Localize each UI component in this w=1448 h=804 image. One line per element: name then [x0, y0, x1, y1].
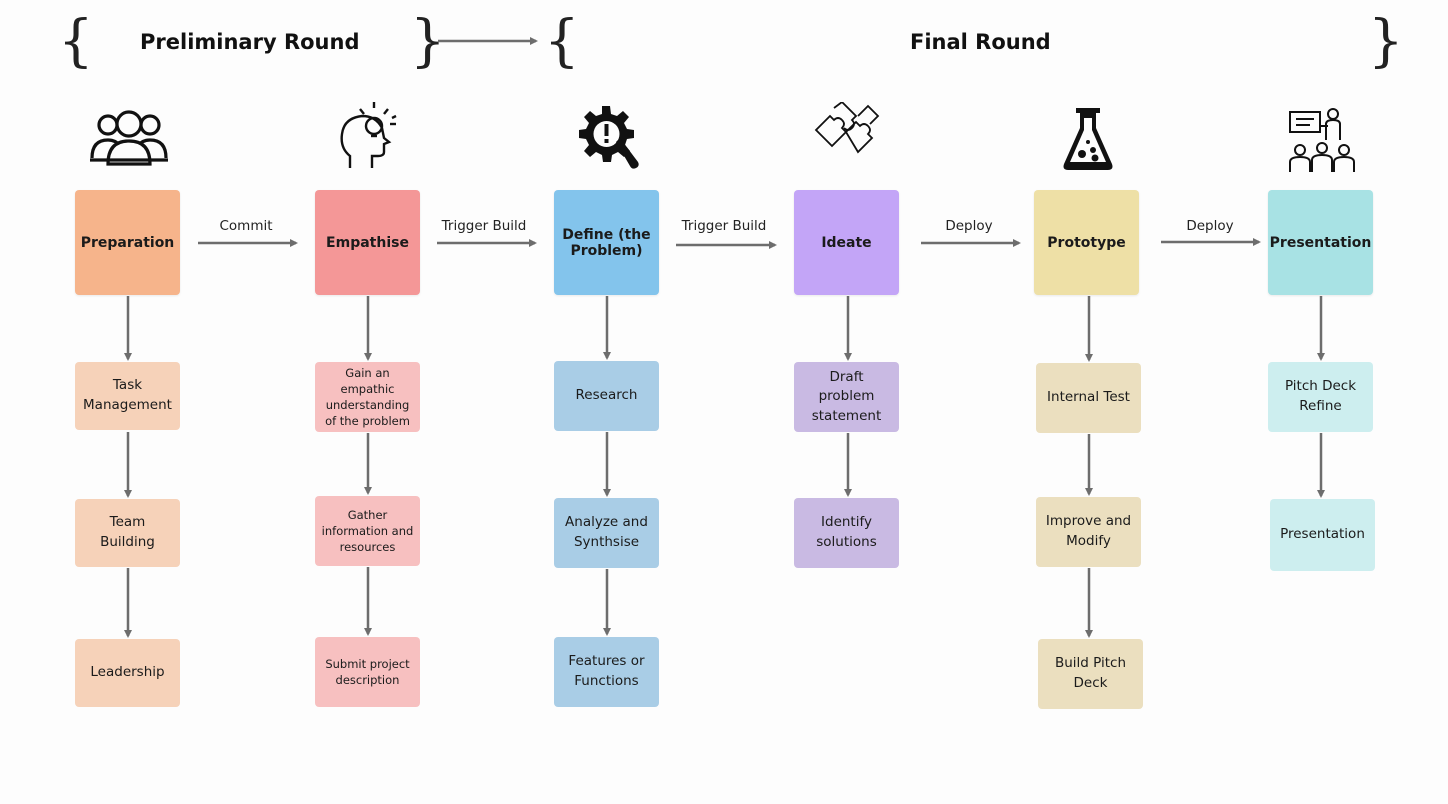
stage-preparation[interactable]: Preparation	[75, 190, 180, 295]
final-open-brace: {	[544, 9, 580, 74]
preliminary-open-brace: {	[58, 9, 94, 74]
preliminary-close-brace: }	[410, 9, 446, 74]
people-group-icon	[90, 110, 168, 166]
step-research[interactable]: Research	[554, 361, 659, 431]
step-identify-solutions[interactable]: Identify solutions	[794, 498, 899, 568]
presenter-audience-icon	[1289, 108, 1355, 172]
flask-icon	[1063, 108, 1113, 170]
step-improve-modify[interactable]: Improve and Modify	[1036, 497, 1141, 567]
head-lightbulb-icon	[340, 102, 397, 168]
step-build-pitch-deck[interactable]: Build Pitch Deck	[1038, 639, 1143, 709]
gear-wrench-icon	[579, 106, 639, 169]
step-internal-test[interactable]: Internal Test	[1036, 363, 1141, 433]
step-gain-empathic-understanding[interactable]: Gain an empathic understanding of the pr…	[315, 362, 420, 432]
stage-empathise[interactable]: Empathise	[315, 190, 420, 295]
final-round-title: Final Round	[910, 30, 1051, 54]
step-team-building[interactable]: Team Building	[75, 499, 180, 567]
final-close-brace: }	[1368, 9, 1404, 74]
step-pitch-deck-refine[interactable]: Pitch Deck Refine	[1268, 362, 1373, 432]
stage-presentation[interactable]: Presentation	[1268, 190, 1373, 295]
step-draft-problem-statement[interactable]: Draft problem statement	[794, 362, 899, 432]
stage-ideate[interactable]: Ideate	[794, 190, 899, 295]
connector-label-deploy-2: Deploy	[1186, 218, 1234, 234]
connector-label-trigger-build-1: Trigger Build	[441, 218, 527, 234]
step-leadership[interactable]: Leadership	[75, 639, 180, 707]
preliminary-round-title: Preliminary Round	[140, 30, 360, 54]
connector-label-commit: Commit	[219, 218, 273, 234]
step-task-management[interactable]: Task Management	[75, 362, 180, 430]
stage-define[interactable]: Define (the Problem)	[554, 190, 659, 295]
step-submit-project-description[interactable]: Submit project description	[315, 637, 420, 707]
step-features-functions[interactable]: Features or Functions	[554, 637, 659, 707]
connector-label-deploy-1: Deploy	[945, 218, 993, 234]
connector-label-trigger-build-2: Trigger Build	[681, 218, 767, 234]
step-gather-information[interactable]: Gather information and resources	[315, 496, 420, 566]
stage-prototype[interactable]: Prototype	[1034, 190, 1139, 295]
puzzle-icon	[814, 102, 880, 154]
step-presentation[interactable]: Presentation	[1270, 499, 1375, 571]
step-analyze-synthsise[interactable]: Analyze and Synthsise	[554, 498, 659, 568]
